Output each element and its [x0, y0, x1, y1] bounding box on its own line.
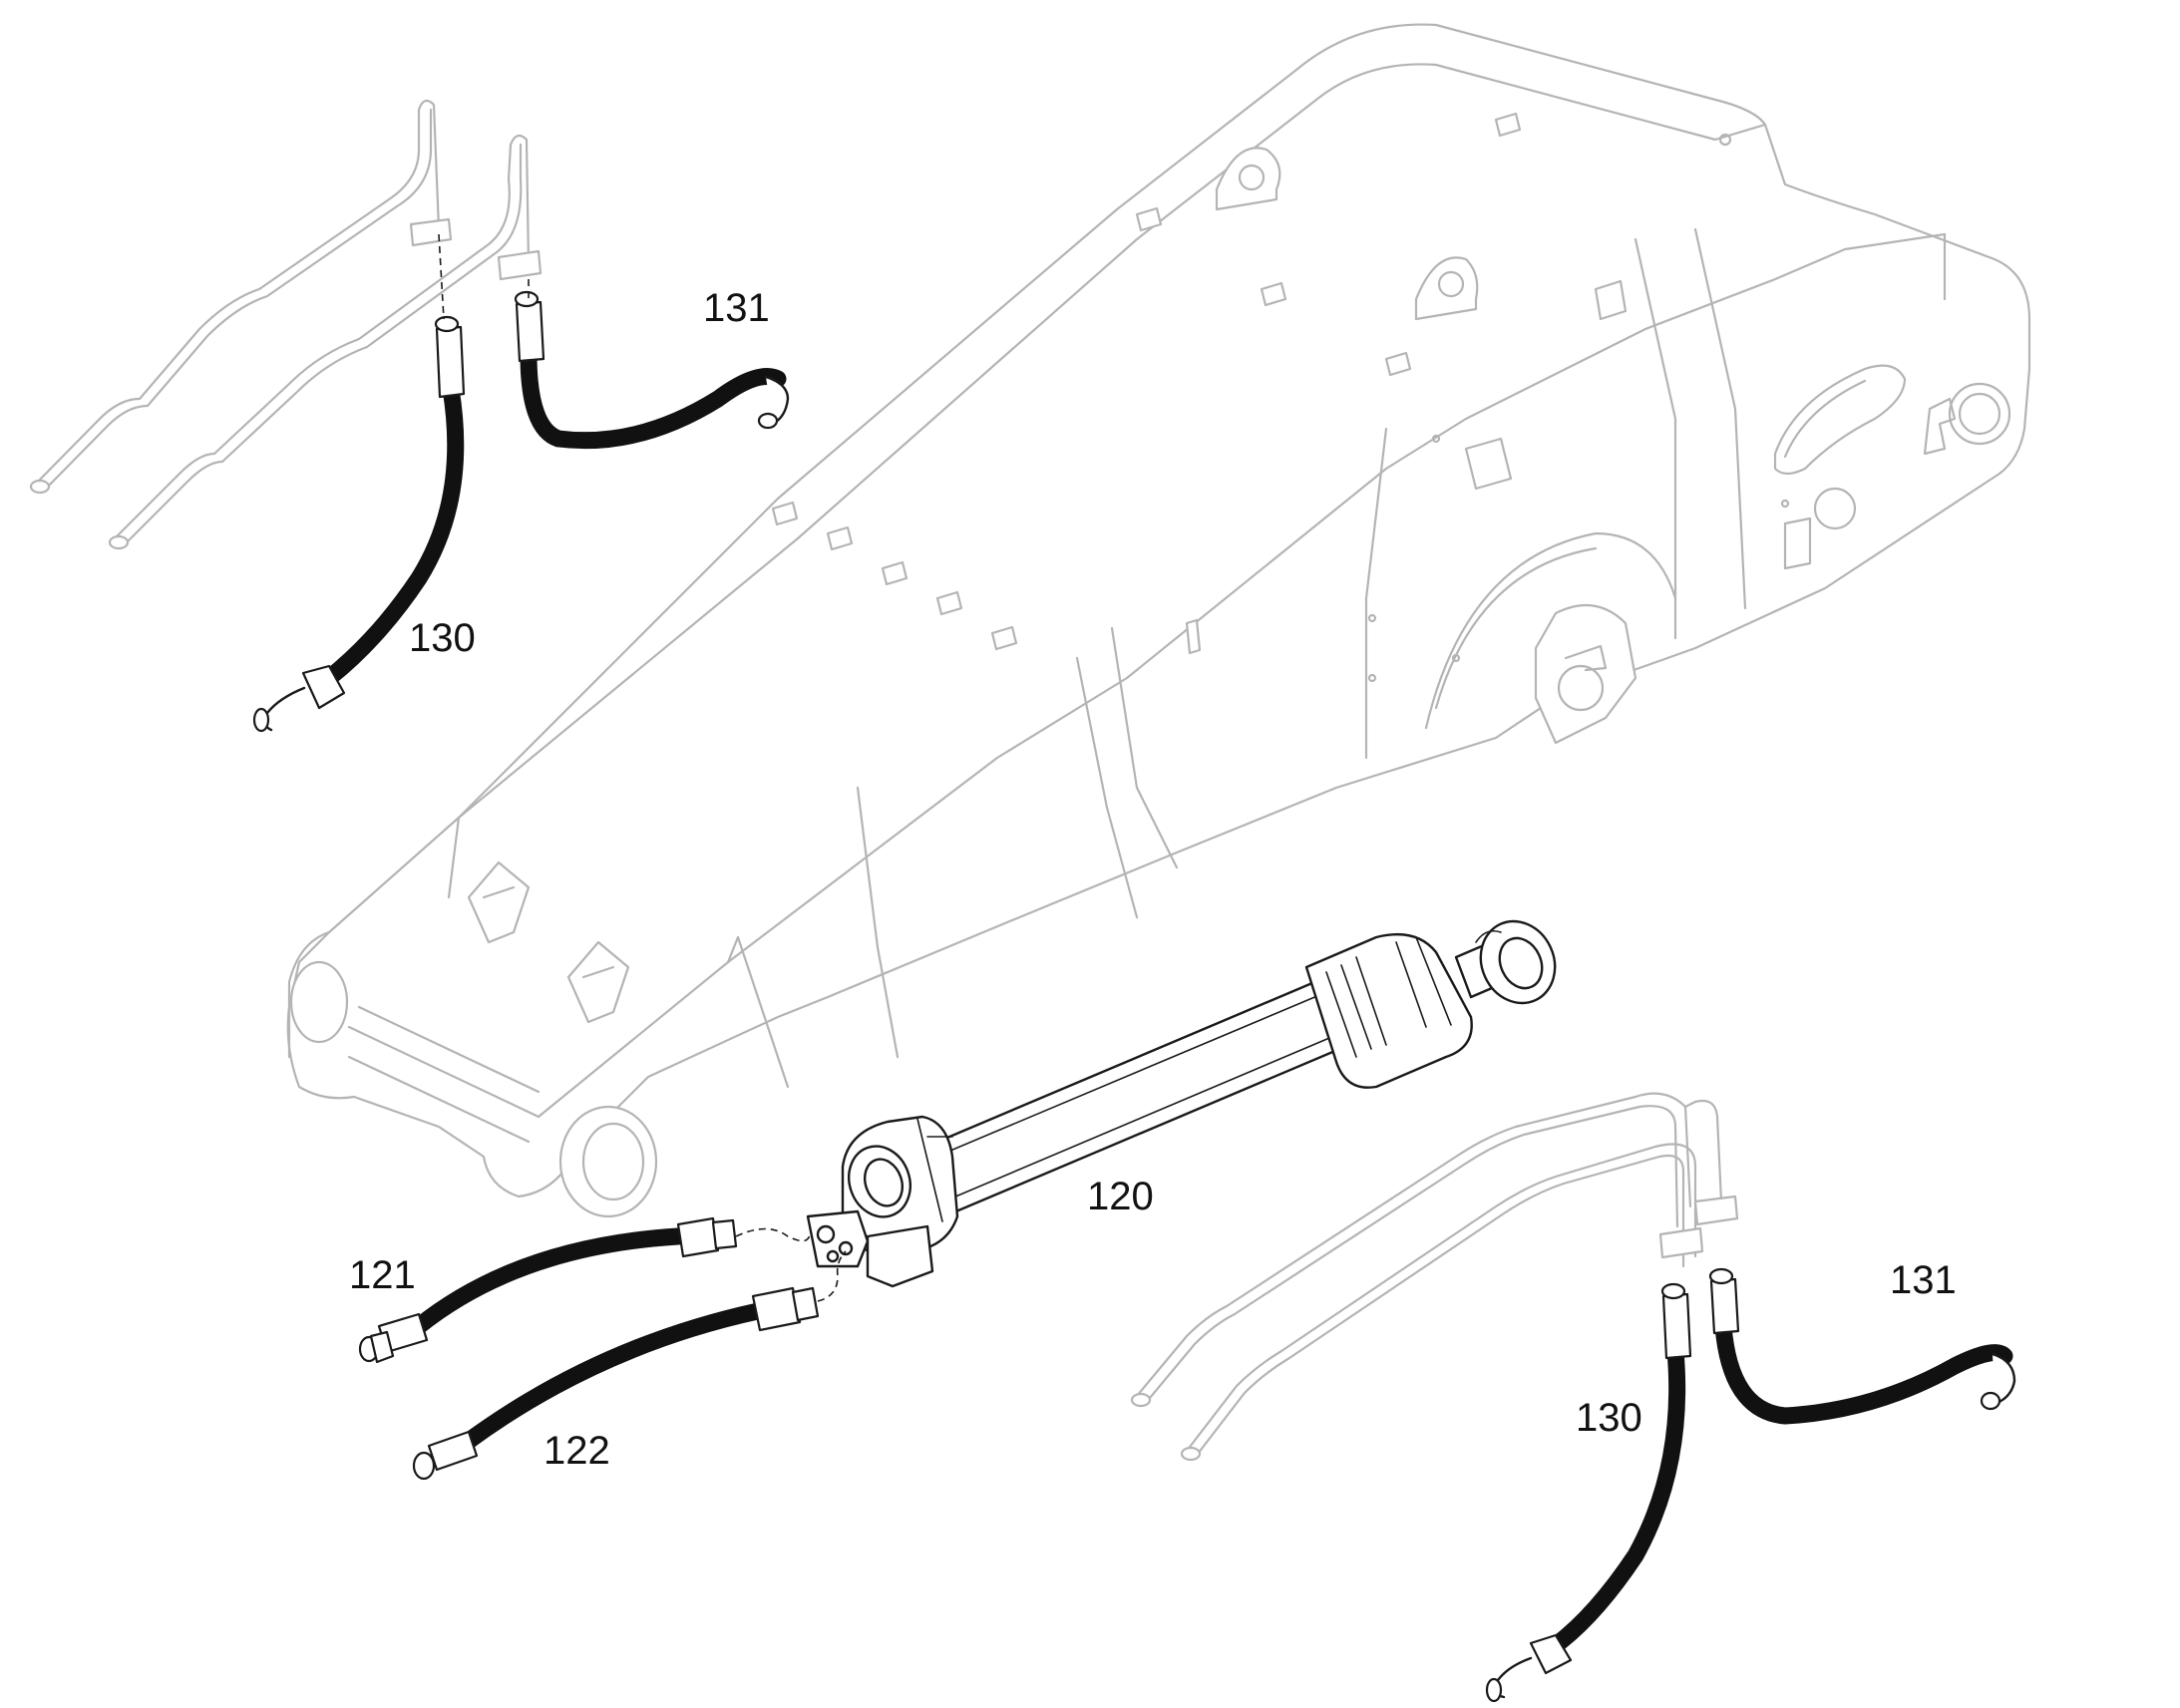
- boom-structure: [286, 23, 2031, 1218]
- hose-122: [412, 1250, 847, 1481]
- hose-131-upper: [514, 279, 790, 450]
- callout-120: 120: [1087, 1175, 1154, 1218]
- callout-121: 121: [349, 1253, 416, 1297]
- hose-130-lower: [1485, 1282, 1692, 1703]
- hose-130-upper: [252, 233, 466, 733]
- steel-pipes-upper-left: [29, 99, 543, 550]
- callout-130-upper: 130: [409, 616, 476, 660]
- callout-131-lower: 131: [1890, 1258, 1957, 1302]
- callout-130-lower: 130: [1576, 1396, 1642, 1440]
- hose-121: [358, 1216, 811, 1364]
- hose-131-lower: [1708, 1267, 2016, 1425]
- hydraulic-cylinder-120: [806, 919, 1557, 1288]
- steel-pipes-lower-right: [1130, 1092, 1739, 1462]
- callout-131-upper: 131: [703, 286, 770, 330]
- callout-122: 122: [544, 1429, 610, 1473]
